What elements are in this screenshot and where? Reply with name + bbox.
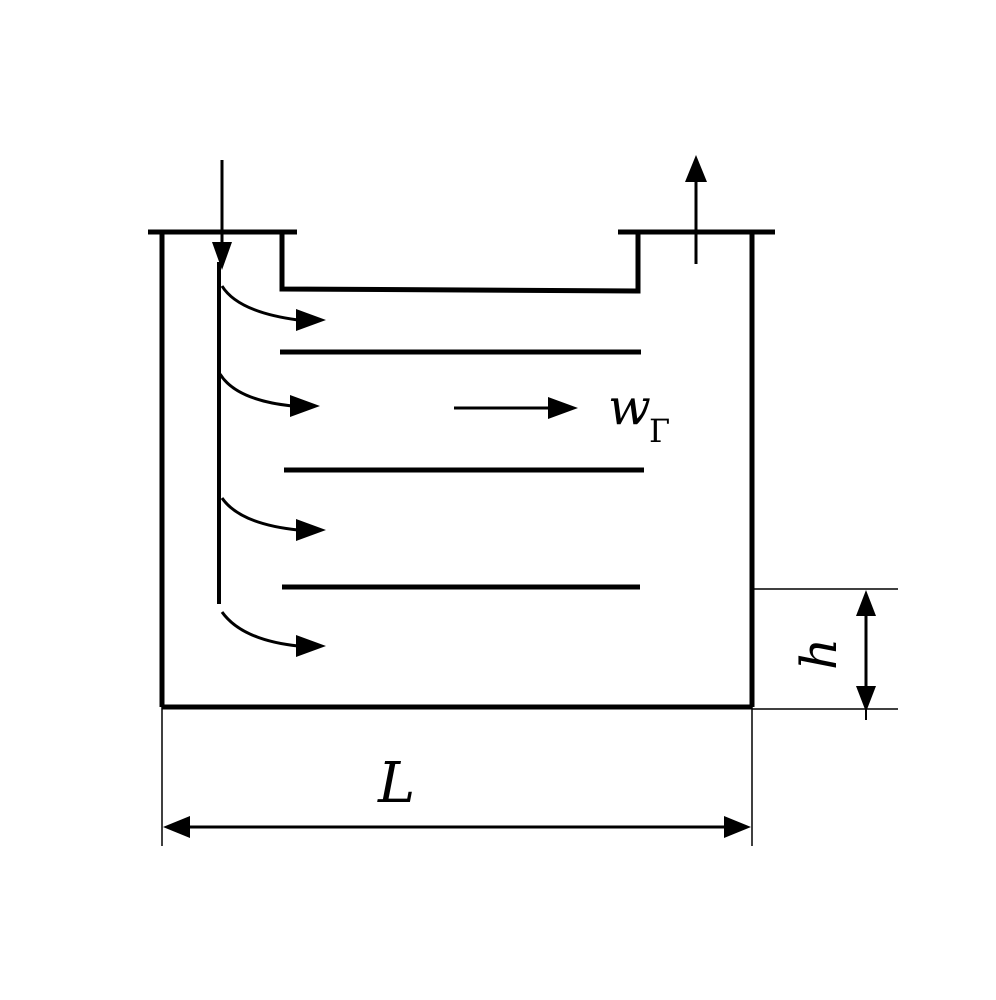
length-label: L bbox=[377, 751, 415, 816]
height-dimension bbox=[752, 588, 898, 720]
inflow-arrow-3 bbox=[220, 497, 299, 532]
outlet-arrow bbox=[685, 155, 707, 264]
shelves bbox=[280, 349, 644, 590]
velocity-arrow bbox=[454, 397, 578, 419]
velocity-subscript: Г bbox=[649, 412, 670, 450]
inflow-arrow-1 bbox=[220, 285, 299, 322]
height-label: h bbox=[790, 638, 848, 670]
inflow-arrow-4 bbox=[220, 611, 299, 648]
inlet-arrow bbox=[212, 160, 232, 604]
inflow-arrows bbox=[218, 285, 326, 657]
velocity-label: w bbox=[608, 378, 651, 436]
length-dimension bbox=[161, 707, 753, 846]
inflow-arrow-2 bbox=[218, 373, 293, 408]
